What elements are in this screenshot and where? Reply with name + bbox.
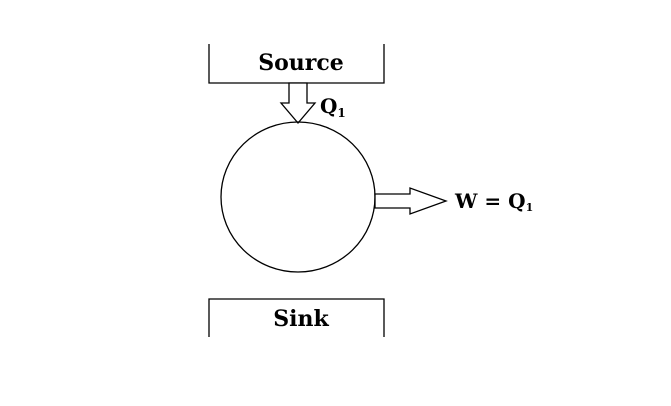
sink-box	[208, 298, 385, 337]
work-output-equation: W = Q	[454, 189, 526, 213]
work-output-label: W = Q1	[454, 189, 533, 214]
source-reservoir: Source	[208, 44, 385, 84]
engine-circle	[220, 121, 376, 273]
work-output-arrow: W = Q1	[374, 187, 533, 215]
heat-input-subscript: 1	[337, 106, 345, 120]
work-output-subscript: 1	[526, 201, 534, 214]
sink-reservoir: Sink	[208, 298, 385, 337]
input-arrow-shape	[279, 82, 317, 125]
source-label: Source	[258, 50, 344, 76]
heat-input-label: Q1	[320, 94, 346, 120]
heat-input-symbol: Q	[320, 94, 337, 118]
output-arrow-shape	[374, 187, 448, 215]
sink-label: Sink	[273, 306, 329, 332]
heat-input-arrow: Q1	[279, 82, 346, 125]
